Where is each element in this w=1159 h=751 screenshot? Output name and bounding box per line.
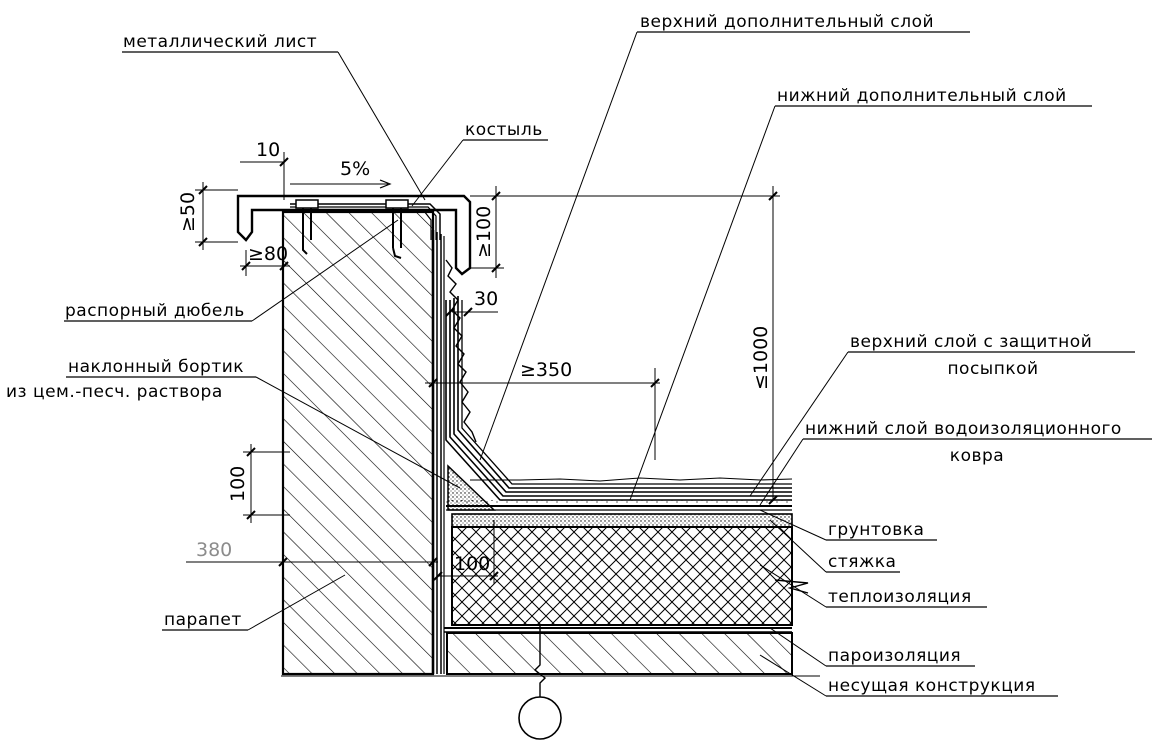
label-upper-extra-layer: верхний дополнительный слой	[640, 12, 934, 32]
label-slope-fillet-1: наклонный бортик	[68, 357, 244, 377]
dimension-lines	[186, 152, 780, 584]
leader-lines	[64, 31, 1152, 697]
label-upper-layer-1: верхний слой с защитной	[850, 332, 1092, 352]
label-crutch: костыль	[465, 120, 543, 140]
label-lower-extra-layer: нижний дополнительный слой	[777, 86, 1067, 106]
dim-380: 380	[196, 539, 232, 561]
dim-100-bottom: 100	[454, 553, 490, 575]
label-upper-layer-2: посыпкой	[947, 359, 1038, 379]
label-insulation: теплоизоляция	[828, 587, 972, 607]
dim-ge100: ≥100	[473, 206, 495, 258]
screed-layer	[451, 513, 793, 528]
metal-sheet-cap	[236, 194, 472, 276]
label-lower-layer-2: ковра	[950, 446, 1004, 466]
load-bearing-slab	[446, 632, 793, 675]
label-vapor-barrier: пароизоляция	[828, 646, 961, 666]
vapor-barrier-layer	[444, 627, 792, 633]
label-parapet: парапет	[164, 610, 242, 630]
spacer-dowels	[295, 199, 409, 259]
section-marker	[518, 625, 562, 740]
dim-100-left: 100	[227, 466, 249, 502]
label-primer: грунтовка	[828, 520, 924, 540]
dim-10: 10	[256, 139, 280, 161]
break-lines	[281, 579, 820, 677]
insulation-layer	[451, 526, 793, 626]
label-spacer-dowel: распорный дюбель	[65, 301, 245, 321]
dim-30: 30	[474, 288, 498, 310]
parapet-wall	[281, 210, 435, 676]
wall-flashing-jagged	[445, 259, 477, 443]
dim-ge350: ≥350	[520, 359, 572, 381]
dim-ge50: ≥50	[177, 192, 199, 232]
label-load-bearing: несущая конструкция	[828, 676, 1036, 696]
dim-le1000: ≤1000	[750, 326, 772, 390]
dimension-texts: 10 5% ≥50 ≥80 ≥100 30 ≥350 ≤1000 100 380…	[177, 139, 772, 575]
wall-membrane-layers	[431, 230, 445, 674]
label-screed: стяжка	[828, 552, 896, 572]
label-metal-sheet: металлический лист	[123, 32, 317, 52]
dim-slope: 5%	[340, 158, 370, 180]
label-lower-layer-1: нижний слой водоизоляционного	[805, 419, 1122, 439]
label-slope-fillet-2: из цем.-песч. раствора	[6, 382, 223, 402]
membrane-layers	[445, 296, 793, 511]
dim-ge80: ≥80	[248, 243, 288, 265]
labels: металлический лист верхний дополнительны…	[6, 12, 1122, 696]
